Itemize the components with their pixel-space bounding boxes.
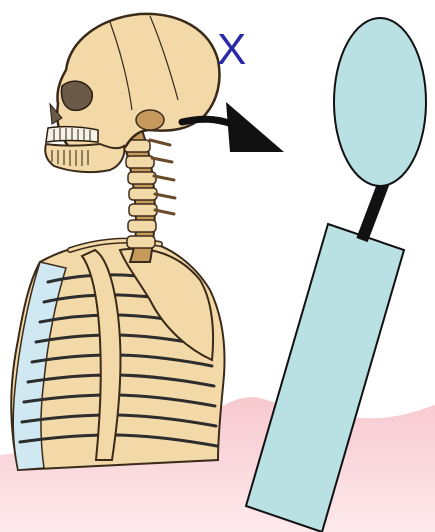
x-axis-label: X [217,28,246,72]
model-neck-link [362,182,384,240]
model-head [334,18,426,186]
human-skeleton-illustration [11,14,224,470]
cervical-spine [120,125,175,262]
